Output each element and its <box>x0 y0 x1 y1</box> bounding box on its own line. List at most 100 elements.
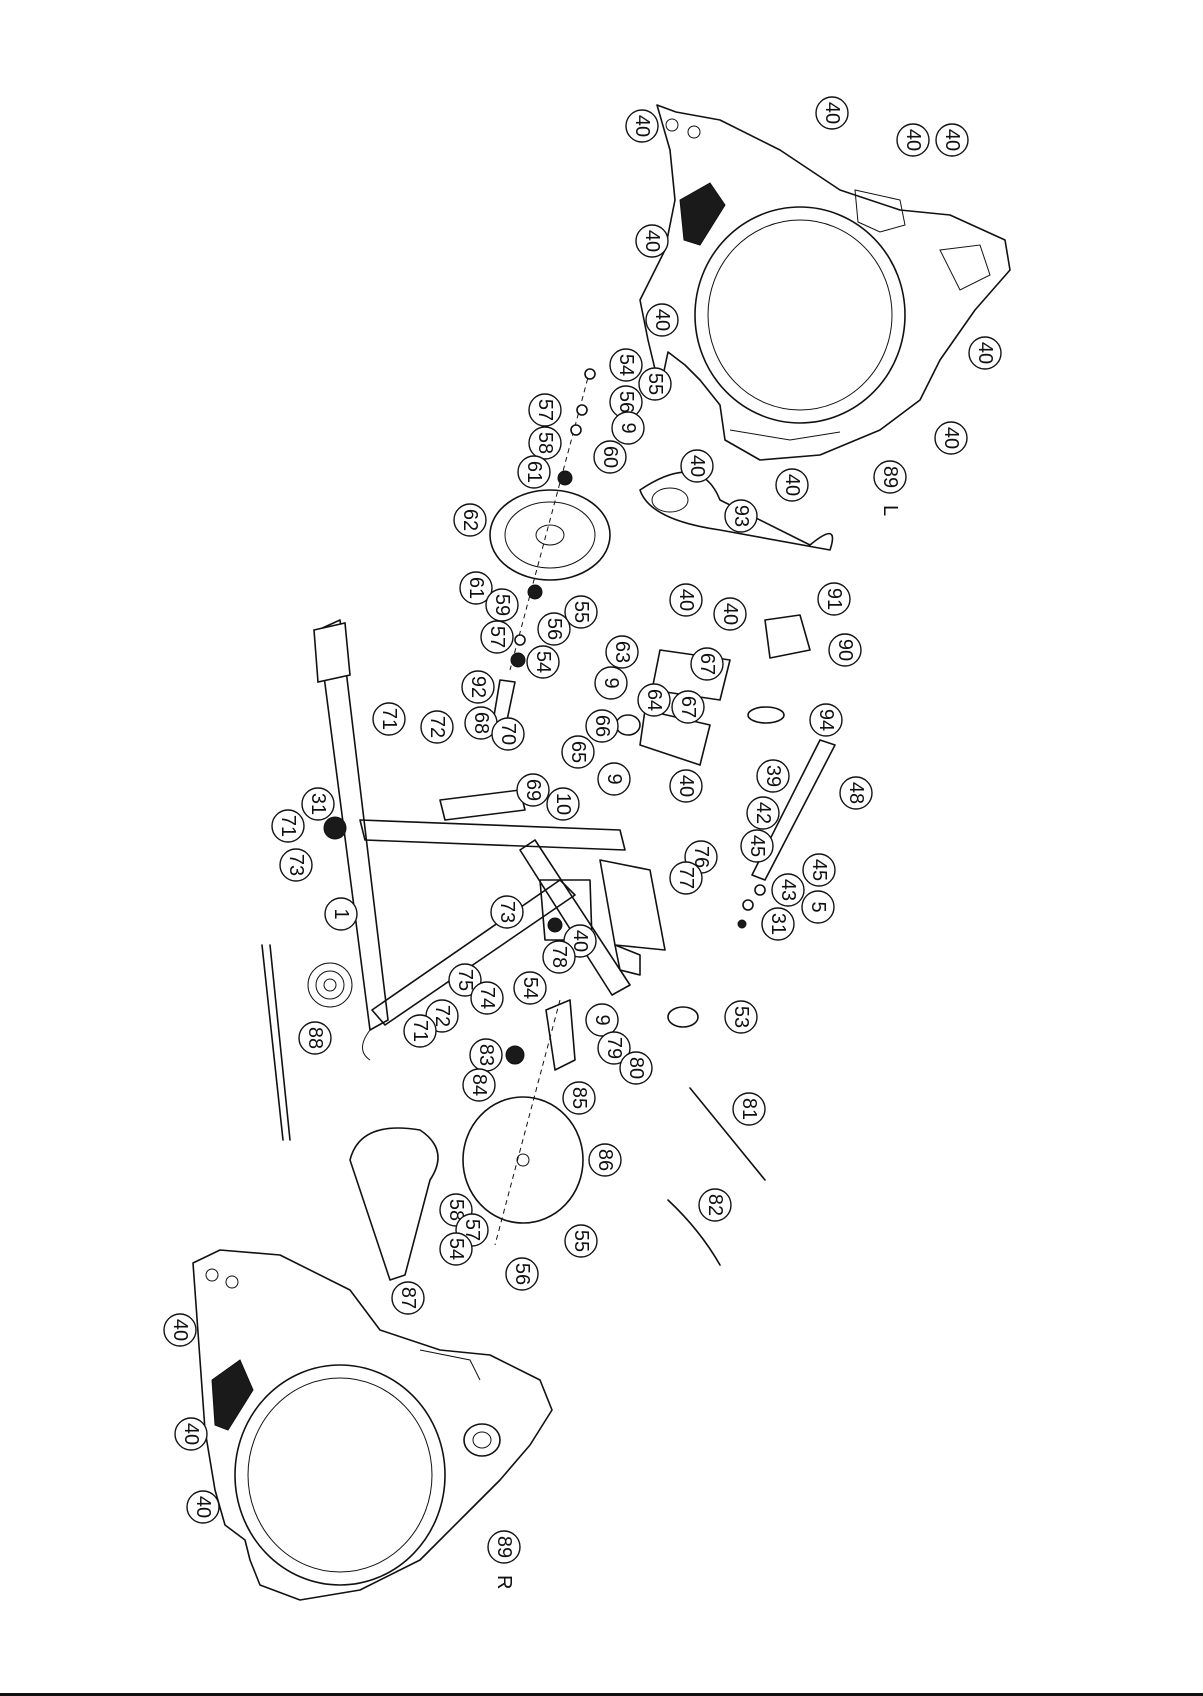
callout-number: 79 <box>603 1037 625 1059</box>
callout-85: 85 <box>563 1082 595 1114</box>
callout-88: 88 <box>299 1022 331 1054</box>
callout-number: 9 <box>591 1014 613 1025</box>
callout-number: 83 <box>475 1044 497 1066</box>
callout-number: 77 <box>675 867 697 889</box>
callout-number: 56 <box>615 391 637 413</box>
callout-number: 40 <box>169 1319 191 1341</box>
callout-55: 55 <box>565 596 597 628</box>
callout-42: 42 <box>747 797 779 829</box>
callout-40: 40 <box>187 1491 219 1523</box>
callout-53: 53 <box>725 1001 757 1033</box>
callout-number: 84 <box>468 1074 490 1096</box>
callout-9: 9 <box>598 763 630 795</box>
callout-number: 1 <box>330 908 352 919</box>
callout-number: 60 <box>599 446 621 468</box>
callout-40: 40 <box>936 124 968 156</box>
callout-number: 85 <box>568 1087 590 1109</box>
callout-31: 31 <box>302 788 334 820</box>
callout-9: 9 <box>612 412 644 444</box>
callout-94: 94 <box>810 704 842 736</box>
callout-91: 91 <box>818 583 850 615</box>
callout-number: 65 <box>567 741 589 763</box>
callout-58: 58 <box>529 427 561 459</box>
callout-number: 73 <box>285 854 307 876</box>
callout-number: 67 <box>677 696 699 718</box>
callout-86: 86 <box>589 1144 621 1176</box>
callout-number: 57 <box>534 399 556 421</box>
callout-45: 45 <box>803 854 835 886</box>
callout-number: 40 <box>686 455 708 477</box>
callout-40: 40 <box>969 337 1001 369</box>
callout-number: 40 <box>902 129 924 151</box>
callout-84: 84 <box>463 1069 495 1101</box>
callout-number: 58 <box>534 432 556 454</box>
callout-48: 48 <box>840 777 872 809</box>
callout-number: 89 <box>879 466 901 488</box>
callout-number: 45 <box>746 835 768 857</box>
callout-62: 62 <box>454 504 486 536</box>
callout-40: 40 <box>714 598 746 630</box>
callout-83: 83 <box>470 1039 502 1071</box>
callout-56: 56 <box>506 1258 538 1290</box>
callout-number: 9 <box>617 422 639 433</box>
callout-number: 87 <box>397 1287 419 1309</box>
callout-31: 31 <box>762 908 794 940</box>
callout-1: 1 <box>325 898 357 930</box>
callout-55: 55 <box>639 368 671 400</box>
callout-43: 43 <box>772 874 804 906</box>
callout-87: 87 <box>392 1282 424 1314</box>
callout-number: 57 <box>486 626 508 648</box>
callout-54: 54 <box>527 646 559 678</box>
callout-71: 71 <box>373 703 405 735</box>
callout-9: 9 <box>595 667 627 699</box>
callout-number: 40 <box>675 589 697 611</box>
callout-number: 31 <box>767 913 789 935</box>
callout-number: 31 <box>307 793 329 815</box>
belt-87 <box>350 1128 438 1280</box>
callout-70: 70 <box>492 718 524 750</box>
callout-92: 92 <box>462 671 494 703</box>
callout-73: 73 <box>491 896 523 928</box>
callout-number: 82 <box>704 1194 726 1216</box>
callout-40: 40 <box>897 124 929 156</box>
callout-number: 90 <box>834 639 856 661</box>
callout-number: 64 <box>643 689 665 711</box>
callout-number: 40 <box>974 342 996 364</box>
callout-64: 64 <box>638 684 670 716</box>
callout-number: 40 <box>631 115 653 137</box>
callout-78: 78 <box>543 941 575 973</box>
callout-number: 54 <box>532 651 554 673</box>
callout-number: 9 <box>600 677 622 688</box>
callout-71: 71 <box>404 1015 436 1047</box>
callout-9: 9 <box>586 1004 618 1036</box>
callout-45: 45 <box>741 830 773 862</box>
callout-number: 92 <box>467 676 489 698</box>
callout-54: 54 <box>610 349 642 381</box>
callout-number: 40 <box>192 1496 214 1518</box>
callout-5: 5 <box>802 891 834 923</box>
callout-number: 71 <box>277 815 299 837</box>
callout-number: 59 <box>491 594 513 616</box>
callout-59: 59 <box>486 589 518 621</box>
callout-57: 57 <box>529 394 561 426</box>
callout-40: 40 <box>646 304 678 336</box>
callout-73: 73 <box>280 849 312 881</box>
callout-80: 80 <box>620 1052 652 1084</box>
callout-number: 40 <box>941 129 963 151</box>
callout-40: 40 <box>816 97 848 129</box>
callout-number: 88 <box>304 1027 326 1049</box>
callout-40: 40 <box>636 225 668 257</box>
callout-93: 93 <box>725 500 757 532</box>
callout-number: 40 <box>719 603 741 625</box>
callout-number: 89 <box>493 1536 515 1558</box>
callout-number: 68 <box>470 712 492 734</box>
callout-number: 61 <box>523 461 545 483</box>
callout-number: 94 <box>815 709 837 731</box>
callout-67: 67 <box>672 691 704 723</box>
callout-number: 55 <box>644 373 666 395</box>
callout-81: 81 <box>733 1093 765 1125</box>
callout-40: 40 <box>670 770 702 802</box>
callout-number: 69 <box>522 779 544 801</box>
callout-suffix: R <box>493 1575 515 1589</box>
